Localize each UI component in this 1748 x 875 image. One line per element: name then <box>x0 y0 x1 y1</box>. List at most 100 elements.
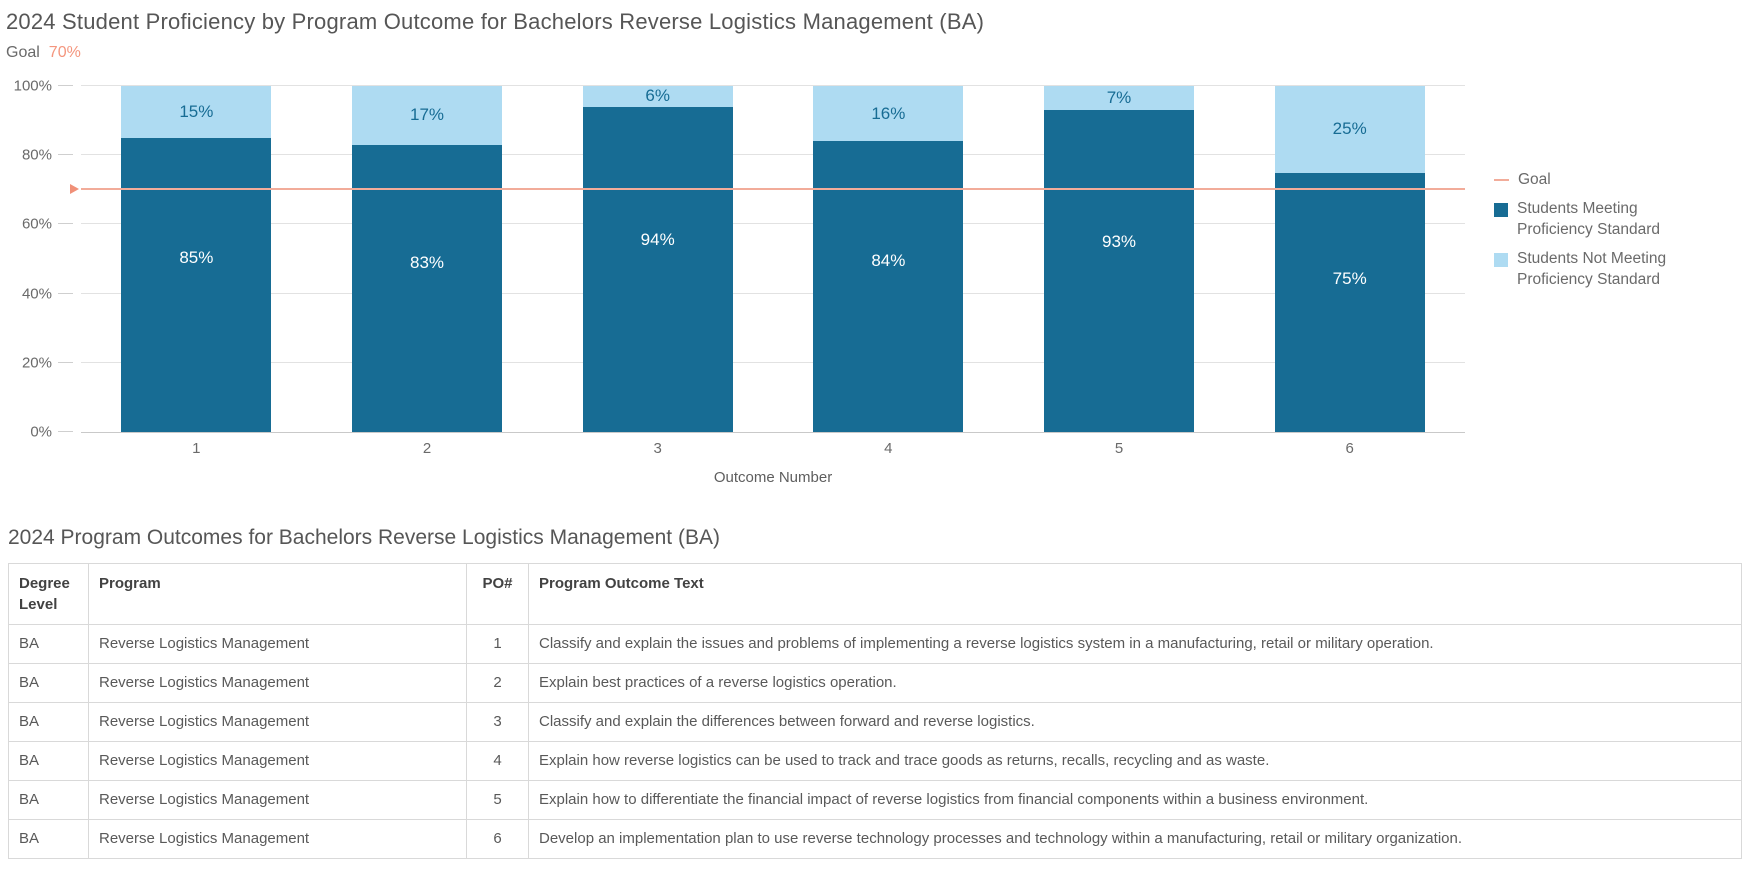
gridline <box>81 223 1465 225</box>
goal-label: Goal <box>6 44 40 61</box>
table-cell: 2 <box>466 663 529 703</box>
bar-band: 7% 93% <box>1004 86 1235 432</box>
bar-outcome-5[interactable]: 7% 93% <box>1044 86 1195 432</box>
bar-band: 17% 83% <box>312 86 543 432</box>
table-cell: 6 <box>466 819 529 859</box>
table-cell: Develop an implementation plan to use re… <box>528 819 1742 859</box>
bar-segment-not-meeting[interactable]: 17% <box>352 86 502 145</box>
x-tick-label: 5 <box>1114 440 1124 457</box>
table-cell: Reverse Logistics Management <box>88 741 467 781</box>
y-axis-tick-label: 100% <box>13 77 52 95</box>
table-title: 2024 Program Outcomes for Bachelors Reve… <box>8 526 720 549</box>
table-cell: BA <box>8 741 89 781</box>
goal-value: 70% <box>48 44 81 61</box>
table-cell: 1 <box>466 624 529 664</box>
table-cell: BA <box>8 780 89 820</box>
bar-label-meeting: 75% <box>1332 268 1367 288</box>
table-cell: BA <box>8 819 89 859</box>
bar-label-not-meeting: 6% <box>645 86 670 106</box>
y-axis-tick-label: 0% <box>30 423 52 441</box>
bar-label-not-meeting: 16% <box>871 103 906 123</box>
table-cell: Explain how reverse logistics can be use… <box>528 741 1742 781</box>
bar-segment-meeting[interactable] <box>582 106 733 432</box>
bar-outcome-2[interactable]: 17% 83% <box>352 86 502 432</box>
bar-chart-plot: 0% 20% 40% 60% 80% 100% 15%85% 17% 83% 6%94% 16% 84… <box>14 79 1465 440</box>
legend-item-goal[interactable]: Goal <box>1494 170 1694 190</box>
x-tick-label: 2 <box>422 440 432 457</box>
legend-label-not-meeting: Students Not Meeting Proficiency Standar… <box>1517 250 1667 288</box>
bar-label-meeting: 83% <box>409 252 445 272</box>
bar-segment-meeting[interactable] <box>1044 110 1195 432</box>
table-cell: Reverse Logistics Management <box>88 624 467 664</box>
goal-line-swatch-icon <box>1494 179 1509 181</box>
x-tick-label: 4 <box>884 440 893 457</box>
bar-segment-not-meeting[interactable]: 16% <box>813 86 964 142</box>
table-cell: Reverse Logistics Management <box>88 663 467 703</box>
bar-segment-not-meeting[interactable]: 7% <box>1044 86 1195 111</box>
legend-label-goal: Goal <box>1518 171 1551 188</box>
table-cell: Explain best practices of a reverse logi… <box>528 663 1742 703</box>
table-cell: BA <box>8 702 89 742</box>
x-tick-label: 6 <box>1345 440 1354 457</box>
bar-outcome-1[interactable]: 15%85% <box>121 86 272 432</box>
y-axis-tick-label: 80% <box>21 146 52 164</box>
bar-label-meeting: 84% <box>871 250 906 270</box>
y-axis-tick-label: 20% <box>21 354 52 372</box>
bar-segment-not-meeting[interactable]: 25% <box>1274 86 1425 173</box>
gridline <box>81 292 1465 294</box>
legend-item-not-meeting[interactable]: Students Not Meeting Proficiency Standar… <box>1494 249 1694 290</box>
not-meeting-swatch-icon <box>1494 253 1508 268</box>
bar-segment-meeting[interactable] <box>1274 172 1425 432</box>
legend-item-meeting[interactable]: Students Meeting Proficiency Standard <box>1494 199 1694 240</box>
column-header-4: Program Outcome Text <box>528 563 1742 625</box>
bar-label-not-meeting: 15% <box>179 101 214 121</box>
goal-indicator: Goal 70% <box>6 42 1748 64</box>
table-cell: 4 <box>466 741 529 781</box>
bar-label-meeting: 93% <box>1102 232 1137 252</box>
chart-title: 2024 Student Proficiency by Program Outc… <box>6 9 985 34</box>
bar-label-not-meeting: 25% <box>1332 119 1367 139</box>
bar-segment-not-meeting[interactable]: 15% <box>121 86 272 138</box>
bar-segment-not-meeting[interactable]: 6% <box>582 86 733 107</box>
y-axis-tick-label: 60% <box>21 215 52 233</box>
bar-band: 25% 75% <box>1234 86 1465 432</box>
table-cell: Classify and explain the issues and prob… <box>528 624 1742 664</box>
table-cell: Reverse Logistics Management <box>88 780 467 820</box>
y-axis-tick <box>58 154 73 156</box>
bar-segment-meeting[interactable] <box>121 137 272 432</box>
gridline <box>81 85 1465 86</box>
meeting-swatch-icon <box>1494 203 1508 218</box>
bar-segment-meeting[interactable] <box>352 144 502 432</box>
bar-label-not-meeting: 17% <box>409 105 445 125</box>
y-axis-tick <box>58 292 73 294</box>
table-cell: Reverse Logistics Management <box>88 819 467 859</box>
chart-legend: Goal Students Meeting Proficiency Standa… <box>1494 170 1694 299</box>
x-axis-title: Outcome Number <box>713 469 833 486</box>
goal-line-arrow-icon <box>70 183 79 194</box>
bar-band: 6%94% <box>542 86 773 432</box>
gridline <box>81 361 1465 363</box>
legend-label-meeting: Students Meeting Proficiency Standard <box>1517 200 1661 238</box>
table-cell: Reverse Logistics Management <box>88 702 467 742</box>
bar-segment-meeting[interactable] <box>813 141 964 432</box>
table-cell: 3 <box>466 702 529 742</box>
y-axis-tick <box>58 85 73 86</box>
bar-band: 16% 84% <box>773 86 1004 432</box>
y-axis-tick <box>58 431 73 432</box>
y-axis-tick-label: 40% <box>21 285 52 303</box>
chart-area: 0% 20% 40% 60% 80% 100% 15%85% 17% 83% 6%94% 16% 84… <box>6 79 1748 440</box>
bar-outcome-4[interactable]: 16% 84% <box>813 86 964 432</box>
proficiency-chart-section: 2024 Student Proficiency by Program Outc… <box>6 8 1748 486</box>
bar-band: 15%85% <box>81 86 312 432</box>
bar-outcome-3[interactable]: 6%94% <box>582 86 733 432</box>
bar-outcome-6[interactable]: 25% 75% <box>1274 86 1425 432</box>
column-header-1: Degree Level <box>8 563 89 625</box>
